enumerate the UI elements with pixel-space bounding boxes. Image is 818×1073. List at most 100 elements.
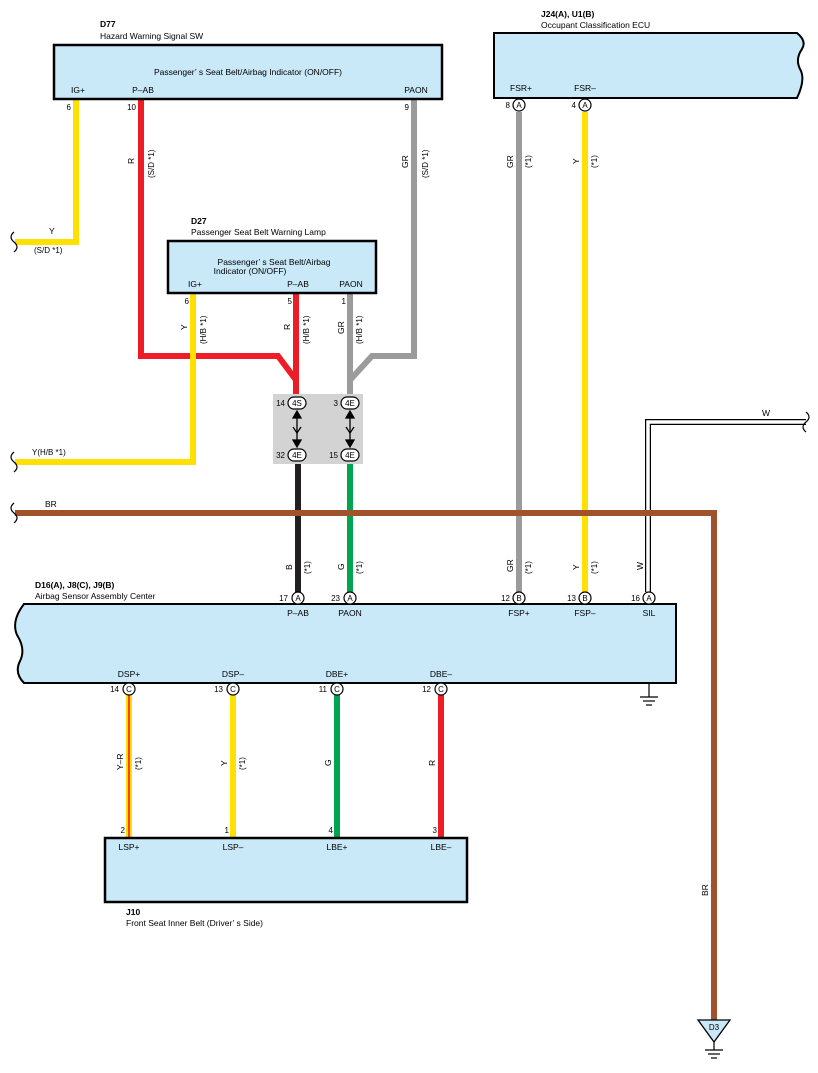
lbl-r-hb-note: (H/B *1) xyxy=(302,315,311,344)
d16-pin-circle-11c xyxy=(330,682,344,696)
lbl-w-low: W xyxy=(635,562,645,570)
d16-pin-paon: PAON xyxy=(338,608,361,618)
d16-pin-circle-16 xyxy=(642,591,656,605)
component-d27: D27 Passenger Seat Belt Warning Lamp Pas… xyxy=(166,216,378,306)
d16-pin-num-12: 12 xyxy=(501,594,510,603)
junction-arrow-left xyxy=(291,409,303,449)
d77-inner: Passenger’ s Seat Belt/Airbag Indicator … xyxy=(154,67,342,77)
lbl-gr-sd-note: (S/D *1) xyxy=(421,149,430,178)
j10-pin-lbem: LBE– xyxy=(431,842,452,852)
d16-pin-fspm: FSP– xyxy=(574,608,596,618)
d27-pin-pab: P–AB xyxy=(287,279,309,289)
lbl-y-left: Y xyxy=(49,226,55,236)
d77-name: Hazard Warning Signal SW xyxy=(100,31,203,41)
lbl-y-left-note: (S/D *1) xyxy=(34,246,63,255)
junction-pin-4e-top xyxy=(340,396,360,410)
junction-pin-4e-br xyxy=(340,448,360,462)
j10-pin-lbep: LBE+ xyxy=(326,842,347,852)
lbl-gr-sd: GR xyxy=(400,155,410,168)
wire-gr-d77-paon xyxy=(347,99,417,398)
lbl-y-dsp: Y xyxy=(219,760,229,766)
lbl-y-ecu-note: (*1) xyxy=(590,155,599,168)
lbl-y-hb: Y xyxy=(179,324,189,330)
d16-pin-circle-13c xyxy=(226,682,240,696)
d77-pin-num-9: 9 xyxy=(405,103,410,112)
d16-pin-conn-13: B xyxy=(582,594,587,603)
d16-pin-num-11c: 11 xyxy=(319,685,328,694)
d16-pin-num-16: 16 xyxy=(631,594,640,603)
lbl-gr-low: GR xyxy=(505,559,515,572)
d16-pin-fspp: FSP+ xyxy=(508,608,530,618)
j10-pin-lspm: LSP– xyxy=(223,842,244,852)
wire-r-d77-pab xyxy=(138,99,299,398)
d16-pin-num-17: 17 xyxy=(279,594,288,603)
j24-pin-num-8: 8 xyxy=(506,101,511,110)
junction-conn-3: 4E xyxy=(345,399,355,408)
j24-box xyxy=(493,32,805,99)
component-d3: D3 xyxy=(696,1019,732,1059)
junction-conn-32: 4E xyxy=(292,451,302,460)
d27-pin-ig: IG+ xyxy=(188,279,202,289)
junction-conn-15: 4E xyxy=(345,451,355,460)
break-marks xyxy=(10,231,810,524)
junction-block: 4S 14 4E 3 4E 32 4E 15 xyxy=(273,394,363,464)
d16-pin-conn-13c: C xyxy=(230,685,236,694)
lbl-r-sd: R xyxy=(126,158,136,164)
d16-ref: D16(A), J8(C), J9(B) xyxy=(35,580,115,590)
wire-w-outline xyxy=(645,419,806,592)
d27-box xyxy=(166,239,378,295)
wire-w xyxy=(646,420,806,592)
d27-pin-num-1: 1 xyxy=(342,297,347,306)
d16-pin-circle-13 xyxy=(578,591,592,605)
j10-pin-num-1: 1 xyxy=(225,826,230,835)
break-mark-yhb xyxy=(10,451,18,473)
d27-pin-paon: PAON xyxy=(339,279,362,289)
d16-pin-circle-14c xyxy=(122,682,136,696)
d27-pin-num-6: 6 xyxy=(185,297,190,306)
d27-inner-1: Passenger’ s Seat Belt/Airbag xyxy=(218,257,331,267)
component-j10: 2 1 4 3 LSP+ LSP– LBE+ LBE– J10 Front Se… xyxy=(103,826,469,928)
component-d16: D16(A), J8(C), J9(B) Airbag Sensor Assem… xyxy=(14,580,677,706)
d77-pin-pab: P–AB xyxy=(132,85,154,95)
j24-pin-conn-a2: A xyxy=(582,101,588,110)
j24-pin-num-4: 4 xyxy=(572,101,577,110)
wire-y-d77-ig xyxy=(15,99,79,245)
break-mark-br xyxy=(10,502,18,524)
d3-triangle xyxy=(696,1019,732,1044)
component-d77: D77 Hazard Warning Signal SW Passenger’ … xyxy=(52,19,444,112)
j24-ref: J24(A), U1(B) xyxy=(541,9,595,19)
lbl-y-low: Y xyxy=(571,564,581,570)
d16-pin-conn-16: A xyxy=(646,594,652,603)
d16-pin-sil: SIL xyxy=(643,608,656,618)
break-mark-w xyxy=(802,411,810,433)
lbl-br-top: BR xyxy=(45,499,57,509)
d16-pin-num-14c: 14 xyxy=(110,685,119,694)
lbl-g-low: G xyxy=(336,563,346,570)
junction-pin-4s xyxy=(287,396,307,410)
d16-pin-conn-11c: C xyxy=(334,685,340,694)
wire-br xyxy=(15,510,717,1022)
d16-pin-conn-12c: C xyxy=(438,685,444,694)
lbl-gr-low-note: (*1) xyxy=(524,561,533,574)
component-j24: J24(A), U1(B) Occupant Classification EC… xyxy=(493,9,805,112)
lbl-gr-ecu-note: (*1) xyxy=(524,155,533,168)
ground-icon xyxy=(640,683,658,706)
wire-labels: R (S/D *1) GR (S/D *1) GR (*1) Y (*1) Y … xyxy=(32,149,770,896)
lbl-y-low-note: (*1) xyxy=(590,561,599,574)
lbl-w-top: W xyxy=(762,408,770,418)
lbl-y-ecu: Y xyxy=(571,158,581,164)
d16-pin-conn-17: A xyxy=(295,594,301,603)
lbl-r-hb: R xyxy=(282,324,292,330)
break-mark-y xyxy=(10,231,18,253)
lbl-y-dsp-note: (*1) xyxy=(238,757,247,770)
d3-ground-icon xyxy=(705,1042,723,1059)
d16-pin-num-23: 23 xyxy=(331,594,340,603)
d27-ref: D27 xyxy=(191,216,207,226)
wires xyxy=(15,99,806,1022)
d16-pin-num-13: 13 xyxy=(567,594,576,603)
j24-pin-conn-a1: A xyxy=(516,101,522,110)
lbl-b-low-note: (*1) xyxy=(303,561,312,574)
d27-name: Passenger Seat Belt Warning Lamp xyxy=(191,227,326,237)
j10-pin-num-4: 4 xyxy=(329,826,334,835)
